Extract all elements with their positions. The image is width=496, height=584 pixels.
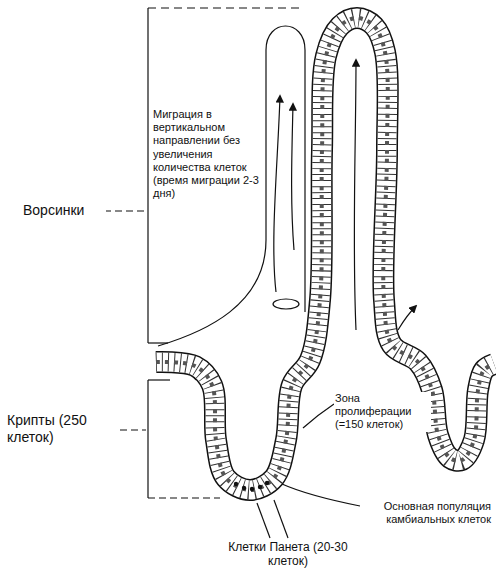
paneth-granule <box>265 481 269 485</box>
migration-arrow <box>292 104 294 250</box>
migration-arrow <box>398 306 416 330</box>
bracket-tick <box>148 497 220 498</box>
label-text: Ворсинки <box>22 202 106 219</box>
paneth-granule <box>234 482 238 486</box>
bracket <box>147 8 148 343</box>
label-text: Крипты (250 клеток) <box>6 412 120 446</box>
label-text: Миграция в вертикальном направлении без … <box>152 108 262 200</box>
epithelium-band <box>156 18 494 490</box>
paneth-granule <box>250 487 254 491</box>
epithelium-band <box>156 18 494 490</box>
migration-arrow <box>274 96 280 292</box>
leader-line <box>120 429 146 430</box>
paneth-granule <box>258 485 262 489</box>
leader-line <box>274 500 288 538</box>
epithelium-band <box>156 18 494 490</box>
label-text: Основная популяция камбиальных клеток <box>362 500 492 526</box>
leader-line <box>303 404 334 428</box>
label-text: Зона пролиферации (=150 клеток) <box>334 392 431 432</box>
paneth-granule <box>242 486 246 490</box>
leader-line <box>282 484 360 506</box>
bracket-tick <box>148 7 300 8</box>
bracket <box>147 380 148 498</box>
label-text: Клетки Панета (20-30 клеток) <box>222 540 354 569</box>
leader-line <box>104 210 146 211</box>
bracket-tick <box>148 379 170 380</box>
migration-arrow <box>354 60 356 330</box>
epithelium-band <box>156 18 494 490</box>
villus-opening <box>273 299 299 309</box>
leader-line <box>257 503 270 538</box>
